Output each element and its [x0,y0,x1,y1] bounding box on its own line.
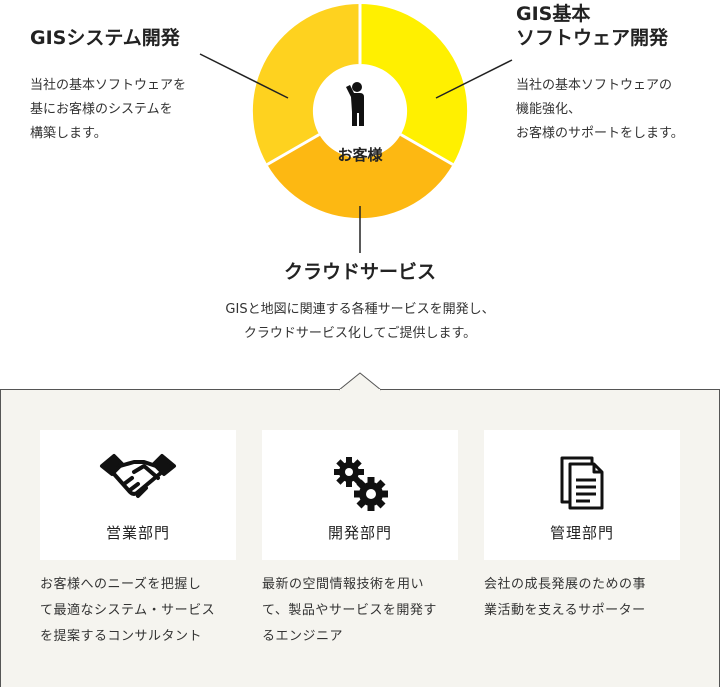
ring-chart: お客様 [199,3,513,253]
desc-line: お客様へのニーズを把握し [40,577,202,592]
desc-line: 業活動を支えるサポーター [484,603,646,618]
panel-pointer [339,372,381,391]
title-line: ソフトウェア開発 [516,27,669,49]
dept-desc-sales: お客様へのニーズを把握し て最適なシステム・サービス を提案するコンサルタント [40,572,240,650]
desc-line: 基にお客様のシステムを [30,102,173,117]
cloud-desc: GISと地図に関連する各種サービスを開発し、 クラウドサービス化してご提供します… [0,298,720,346]
desc-line: 機能強化、 [516,102,582,117]
desc-line: 会社の成長発展のための事 [484,577,647,592]
segment-cloud [267,134,453,219]
gis-software-title: GIS基本 ソフトウェア開発 [516,2,668,50]
desc-line: て、製品やサービスを開発す [262,603,437,618]
gears-icon [334,457,388,511]
gis-system-title: GISシステム開発 [30,27,180,49]
dept-desc-development: 最新の空間情報技術を用い て、製品やサービスを開発す るエンジニア [262,572,462,650]
service-diagram: お客様 GISシステム開発 当社の基本ソフトウェアを 基にお客様のシステムを 構… [0,2,720,346]
segment-gis-software [360,3,468,165]
desc-line: 最新の空間情報技術を用い [262,577,425,592]
desc-line: 当社の基本ソフトウェアを [30,78,187,93]
gis-system-desc: 当社の基本ソフトウェアを 基にお客様のシステムを 構築します。 [30,74,186,146]
desc-line: て最適なシステム・サービス [40,603,216,618]
dept-card-admin: 管理部門 [484,430,680,560]
desc-line: GISと地図に関連する各種サービスを開発し、 [225,302,495,317]
handshake-icon [100,454,176,498]
desc-line: を提案するコンサルタント [40,629,203,644]
dept-card-development: 開発部門 [262,430,458,560]
desc-line: クラウドサービス化してご提供します。 [243,326,477,341]
dept-label: 開発部門 [327,524,392,542]
person-raising-hand-icon [346,82,364,126]
dept-desc-admin: 会社の成長発展のための事 業活動を支えるサポーター [484,572,684,624]
dept-label: 管理部門 [549,524,614,542]
segment-gis-system [252,3,360,165]
dept-label: 営業部門 [105,524,170,542]
desc-line: るエンジニア [262,629,344,644]
desc-line: 当社の基本ソフトウェアの [516,78,673,93]
gis-software-desc: 当社の基本ソフトウェアの 機能強化、 お客様のサポートをします。 [516,74,684,146]
dept-card-sales: 営業部門 [40,430,236,560]
title-line: GIS基本 [516,3,591,25]
center-label: お客様 [337,146,383,164]
cloud-title: クラウドサービス [283,261,436,283]
desc-line: お客様のサポートをします。 [516,126,684,141]
documents-icon [560,456,604,510]
desc-line: 構築します。 [30,126,107,141]
